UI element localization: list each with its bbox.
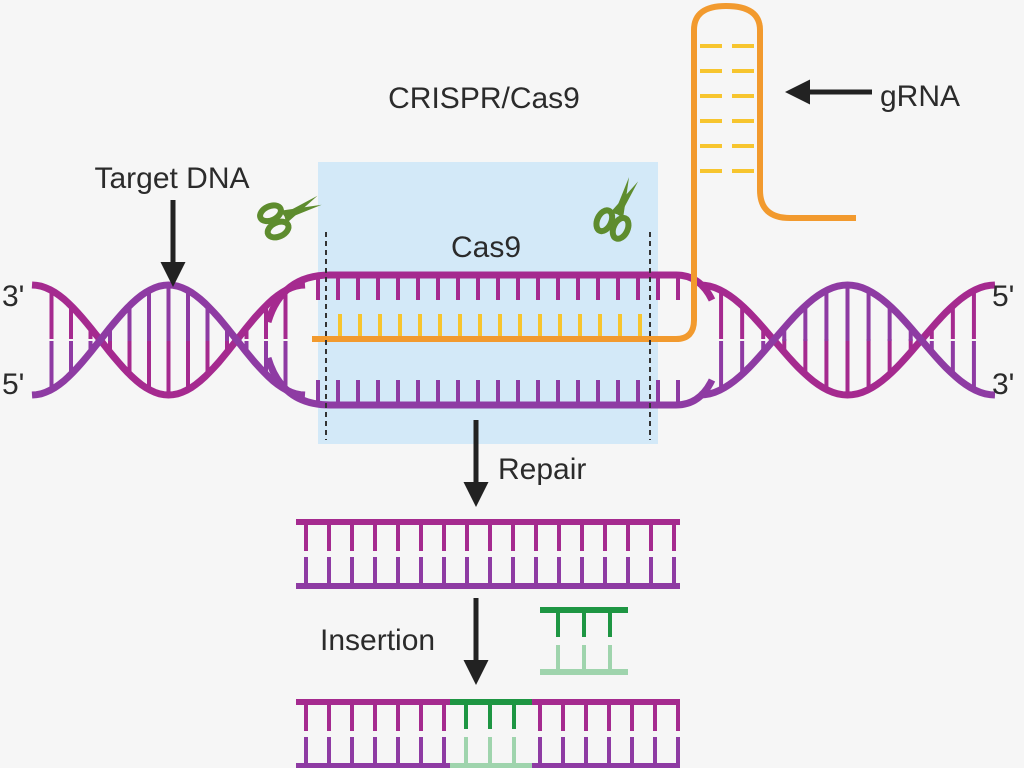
grna-label: gRNA bbox=[880, 80, 960, 113]
cas9-label: Cas9 bbox=[451, 231, 521, 264]
insert-fragment bbox=[540, 607, 628, 675]
dna-helix-right bbox=[699, 281, 996, 399]
scissors-icon bbox=[593, 177, 639, 242]
strand-end-top-right: 5' bbox=[992, 280, 1014, 313]
dna-strand-top bbox=[31, 281, 306, 399]
strand-end-top-left: 3' bbox=[2, 280, 24, 313]
dna-strand-top bbox=[264, 271, 716, 324]
dna-strand-bottom bbox=[699, 281, 996, 399]
scissors-icon bbox=[257, 195, 322, 241]
dna-helix-left bbox=[31, 281, 306, 399]
dna-with-insertion bbox=[296, 699, 680, 768]
strand-end-bottom-right: 3' bbox=[992, 368, 1014, 401]
grna-backbone bbox=[312, 3, 856, 342]
repaired-dna bbox=[296, 519, 680, 589]
target-dna-label: Target DNA bbox=[94, 162, 249, 195]
cas9-complex-box bbox=[318, 162, 658, 444]
insertion-label: Insertion bbox=[320, 624, 435, 657]
strand-end-bottom-left: 5' bbox=[2, 368, 24, 401]
dna-strand-bottom bbox=[264, 356, 716, 409]
diagram-title: CRISPR/Cas9 bbox=[388, 82, 580, 115]
repair-label: Repair bbox=[498, 453, 586, 486]
grna-strand bbox=[312, 3, 856, 342]
dna-strand-top bbox=[699, 281, 996, 399]
dna-open-bubble bbox=[264, 271, 716, 409]
